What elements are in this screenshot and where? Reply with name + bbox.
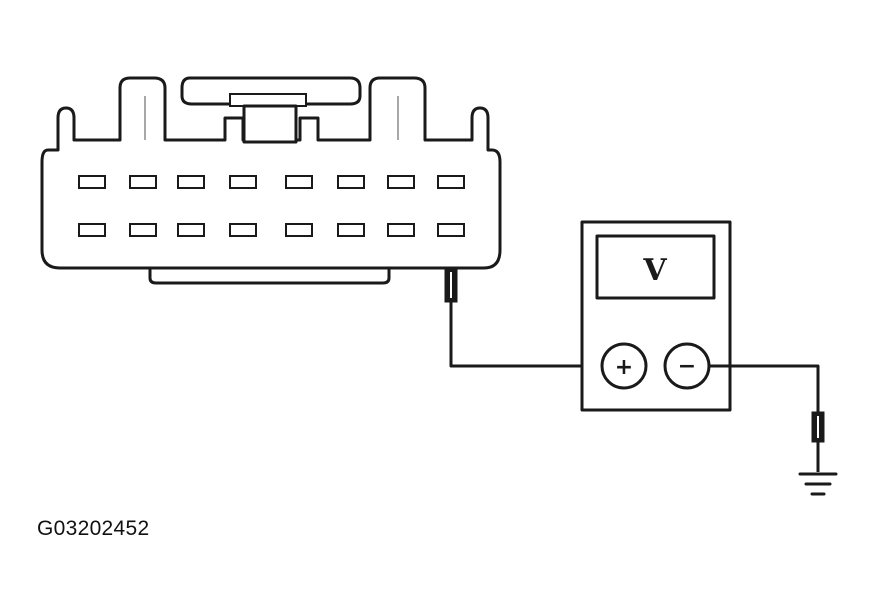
- connector-housing: [40, 76, 502, 270]
- pin-cavity: [337, 175, 365, 189]
- connector-lock-block: [242, 104, 298, 144]
- positive-terminal-symbol: +: [615, 355, 633, 380]
- negative-terminal-symbol: −: [678, 354, 696, 379]
- voltmeter-display: [595, 234, 716, 300]
- voltmeter: V + −: [580, 220, 732, 412]
- connector-latch: [180, 76, 362, 106]
- connector: [40, 76, 502, 285]
- pin-cavity: [129, 223, 157, 237]
- test-probe-icon: [444, 267, 458, 303]
- pin-cavity: [129, 175, 157, 189]
- pin-cavity: [285, 223, 313, 237]
- pin-cavity: [177, 223, 205, 237]
- positive-terminal: [600, 342, 648, 390]
- pin-cavity-probed: [437, 223, 465, 237]
- pin-cavity: [285, 175, 313, 189]
- pin-row-1: [78, 175, 465, 189]
- pin-cavity: [387, 223, 415, 237]
- pin-row-2: [78, 223, 465, 237]
- pin-cavity: [337, 223, 365, 237]
- voltmeter-display-letter: V: [642, 253, 667, 288]
- figure-code: G03202452: [37, 517, 150, 540]
- pin-cavity: [78, 175, 106, 189]
- pin-cavity: [437, 175, 465, 189]
- pin-cavity: [177, 175, 205, 189]
- pin-cavity: [387, 175, 415, 189]
- negative-lead-wire: [709, 364, 820, 412]
- connector-latch-slot: [229, 93, 307, 107]
- pin-cavity: [229, 223, 257, 237]
- pin-cavity: [78, 223, 106, 237]
- pin-cavity: [229, 175, 257, 189]
- ground-symbol-icon: [798, 472, 838, 496]
- positive-lead-wire: [449, 302, 602, 368]
- ground-probe-icon: [811, 411, 825, 443]
